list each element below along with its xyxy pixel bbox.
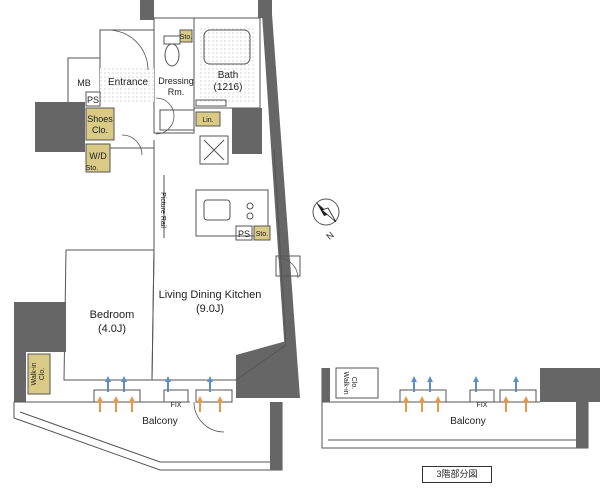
compass: N bbox=[312, 198, 340, 242]
lower-right-wall bbox=[236, 340, 300, 398]
kitchen-sink bbox=[203, 199, 231, 221]
right-unit-corner-wall bbox=[540, 368, 600, 402]
walkin-closet bbox=[27, 353, 51, 395]
walkin-right-label-2: Clo. bbox=[350, 377, 357, 390]
wd-wall bbox=[110, 147, 155, 200]
airflow-warm-arrow bbox=[435, 396, 441, 412]
ldk-outline bbox=[151, 149, 287, 381]
airflow-warm-arrow bbox=[197, 396, 203, 412]
ldk-side-door-frame bbox=[275, 255, 301, 277]
stove-burner-b bbox=[246, 212, 254, 220]
balcony-label-left: Balcony bbox=[142, 416, 178, 427]
fix-label-left: FIX bbox=[171, 402, 182, 409]
window-right-fix bbox=[469, 389, 495, 403]
entrance-wall bbox=[99, 29, 154, 58]
bath-label-1: Bath bbox=[218, 70, 239, 81]
airflow-warm-arrow bbox=[419, 396, 425, 412]
column-ldk-top bbox=[232, 108, 262, 154]
mb-label: MB bbox=[77, 78, 91, 88]
ps-kitchen-label: PS bbox=[238, 229, 250, 239]
stove-burner-a bbox=[246, 202, 254, 210]
sto-wd-label: Sto. bbox=[86, 165, 99, 172]
dressing-label-1: Dressing bbox=[158, 76, 194, 86]
structural-column-top bbox=[140, 0, 154, 20]
wall-walkin-left bbox=[14, 352, 26, 402]
toilet-icon bbox=[164, 43, 180, 67]
airflow-warm-arrow bbox=[403, 396, 409, 412]
bath-outline bbox=[193, 17, 261, 109]
entrance-door-swing bbox=[107, 29, 149, 71]
bath-label-2: (1216) bbox=[214, 82, 243, 93]
wd-door-swing bbox=[121, 134, 143, 156]
ps-kitchen-box bbox=[235, 225, 253, 241]
balcony-label-right: Balcony bbox=[450, 416, 486, 427]
kitchen-counter bbox=[195, 189, 269, 237]
bedroom-label-2: (4.0J) bbox=[98, 323, 126, 335]
washbasin bbox=[159, 109, 195, 131]
sto-kitchen-label: Sto. bbox=[256, 231, 269, 238]
airflow-warm-arrow bbox=[113, 396, 119, 412]
shoes-label-2: Clo. bbox=[92, 125, 108, 135]
balcony-outline-left bbox=[13, 402, 283, 471]
balcony-door-swing bbox=[193, 401, 225, 433]
dressing-label-2: Rm. bbox=[168, 87, 185, 97]
compass-circle bbox=[312, 198, 340, 226]
storage-toilet bbox=[179, 29, 193, 43]
left-unit: MB Entrance Dressing Rm. Bath (1216) PS … bbox=[13, 0, 301, 471]
balcony-rail-left bbox=[19, 411, 276, 463]
column-entrance-left bbox=[35, 102, 85, 152]
airflow-warm-arrow bbox=[217, 396, 223, 412]
floor-badge: 3階部分図 bbox=[422, 466, 492, 483]
walkin-right-outline bbox=[335, 367, 379, 399]
ldk-label-1: Living Dining Kitchen bbox=[159, 289, 262, 301]
airflow-warm-arrow bbox=[129, 396, 135, 412]
fix-label-right: FIX bbox=[477, 402, 488, 409]
picture-rail-label: Picture Rail bbox=[159, 192, 166, 228]
right-unit-left-column bbox=[322, 368, 330, 402]
ldk-label-2: (9.0J) bbox=[196, 303, 224, 315]
right-unit: Walk-in Clo. FIX Balcony bbox=[321, 367, 600, 449]
column-bedroom-left bbox=[14, 302, 66, 352]
entrance-label: Entrance bbox=[108, 77, 148, 88]
storage-kitchen bbox=[253, 225, 271, 241]
compass-letter: N bbox=[324, 230, 335, 242]
ac-unit bbox=[199, 135, 229, 165]
balcony-end-wall bbox=[270, 402, 282, 470]
wd-label: W/D bbox=[89, 151, 107, 161]
south-arrow-icon bbox=[321, 207, 337, 223]
walkin-label-1: Walk-in bbox=[31, 362, 38, 385]
wd-area bbox=[85, 143, 111, 173]
entrance-floor bbox=[100, 68, 154, 102]
shoes-closet bbox=[85, 107, 115, 141]
dressing-door-swing bbox=[155, 97, 175, 135]
linen-closet bbox=[195, 111, 221, 127]
ac-cross-b bbox=[203, 139, 225, 161]
balcony-right-end-wall bbox=[576, 402, 588, 448]
window-right-b bbox=[499, 389, 537, 403]
walkin-right-label-1: Walk-in bbox=[342, 371, 349, 394]
structural-column-top-right bbox=[258, 0, 272, 18]
ps-entrance-box bbox=[85, 91, 101, 107]
airflow-warm-arrow bbox=[97, 396, 103, 412]
sto-toilet-label: Sto. bbox=[180, 34, 193, 41]
right-exterior-wall bbox=[262, 14, 300, 398]
bedroom-label-1: Bedroom bbox=[90, 309, 135, 321]
bathtub bbox=[203, 29, 251, 65]
walkin-label-2: Clo. bbox=[39, 368, 46, 381]
airflow-warm-arrow bbox=[523, 396, 529, 412]
window-ldk-b bbox=[195, 389, 233, 403]
airflow-warm-arrow bbox=[503, 396, 509, 412]
toilet-tank bbox=[163, 35, 181, 45]
shoes-label-1: Shoes bbox=[87, 114, 113, 124]
lin-label: Lin. bbox=[202, 117, 213, 124]
window-ldk-fix bbox=[163, 389, 189, 403]
bath-door bbox=[195, 99, 227, 107]
ps-entrance-label: PS bbox=[87, 95, 99, 105]
